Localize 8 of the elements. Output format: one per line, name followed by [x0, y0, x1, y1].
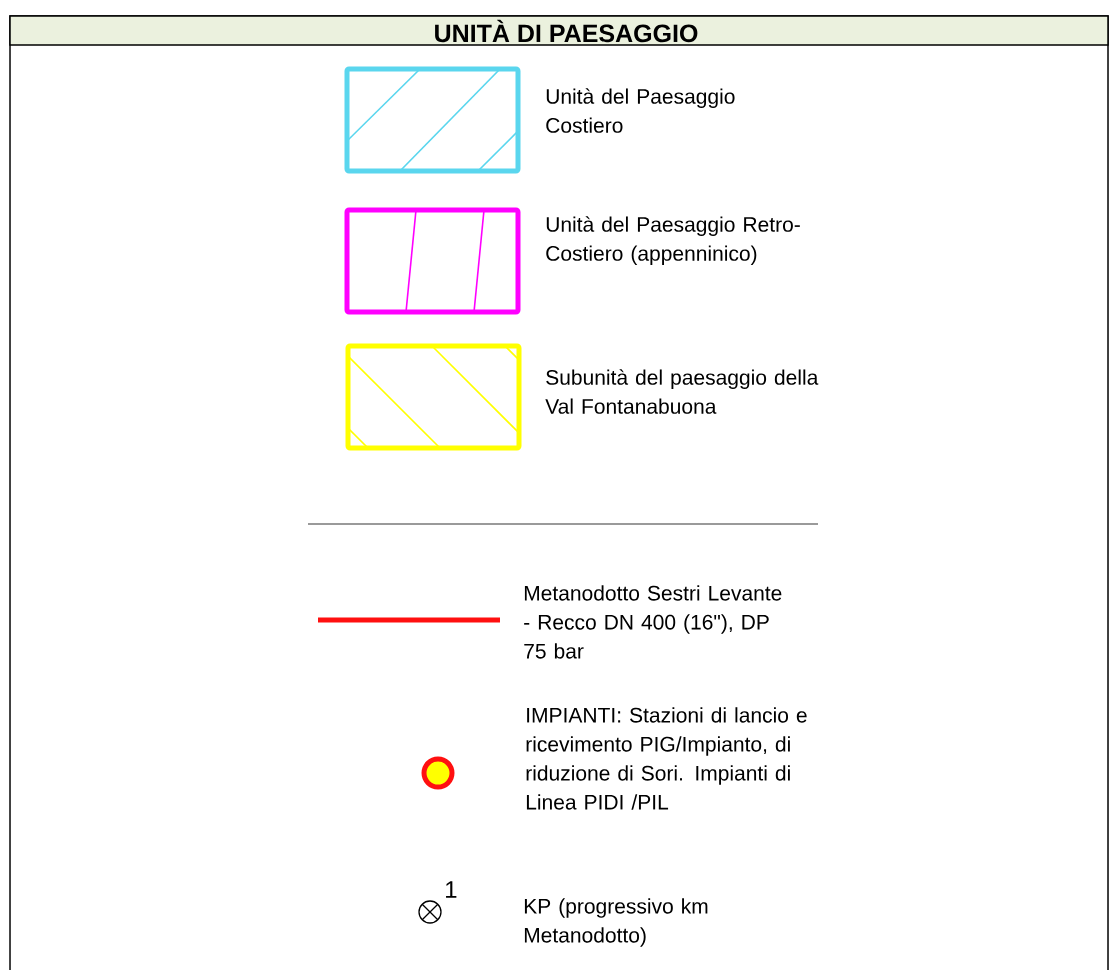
- index-number: 1: [446, 881, 457, 898]
- legend-text: KP (progressivo km Metanodotto): [524, 898, 708, 947]
- title-bar: UNITÀ DI PAESAGGIO: [9, 15, 1109, 46]
- legend-text: Unità del Paesaggio Retro-Costiero (appenninico): [546, 216, 800, 266]
- legend-text: Metanodotto Sestri Levante - Recco DN 400 (16"), DP 75 bar: [524, 585, 782, 659]
- legend-text: Unità del Paesaggio Costiero: [546, 88, 735, 133]
- legend-text: IMPIANTI: Stazioni di lancio e ricevimento PIG/Impianto, di riduzione di Sori. Impianti di Linea PIDI /PIL: [526, 707, 807, 810]
- legend-text: Subunità del paesaggio della Val Fontanabuona: [545, 369, 819, 414]
